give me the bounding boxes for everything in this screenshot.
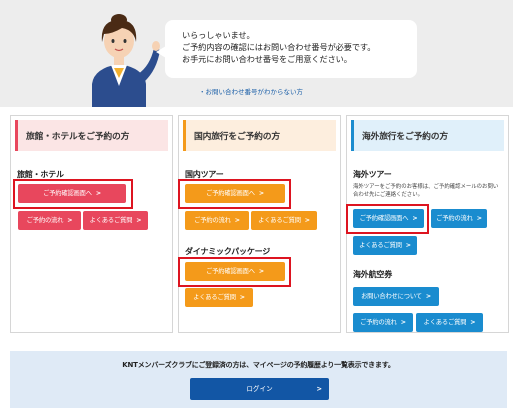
domestic-tour-subtitle: 国内ツアー xyxy=(185,170,224,179)
domestic-tour-faq-button[interactable]: よくあるご質問> xyxy=(251,211,317,230)
chevron-right-icon: > xyxy=(400,319,406,326)
chevron-right-icon: > xyxy=(136,217,142,224)
chevron-right-icon: > xyxy=(258,268,264,275)
hotel-flow-button[interactable]: ご予約の流れ> xyxy=(18,211,81,230)
forgot-inquiry-number-link[interactable]: ・お問い合わせ番号がわからない方 xyxy=(199,88,303,96)
domestic-tour-confirm-button[interactable]: ご予約確認画面へ> xyxy=(185,184,285,203)
chevron-right-icon: > xyxy=(316,385,322,393)
greeting-line-3: お手元にお問い合わせ番号をご用意ください。 xyxy=(182,54,352,64)
chevron-right-icon: > xyxy=(67,217,73,224)
domestic-tour-flow-button[interactable]: ご予約の流れ> xyxy=(185,211,249,230)
hotel-subtitle: 旅館・ホテル xyxy=(17,170,64,179)
overseas-panel-title: 海外旅行をご予約の方 xyxy=(351,120,504,151)
dynamic-package-subtitle: ダイナミックパッケージ xyxy=(185,247,271,256)
chevron-right-icon: > xyxy=(239,294,245,301)
hotel-reservation-panel: 旅館・ホテルをご予約の方 旅館・ホテル ご予約確認画面へ> ご予約の流れ> よく… xyxy=(10,115,173,333)
overseas-air-flow-button[interactable]: ご予約の流れ> xyxy=(353,313,413,332)
members-club-band: KNTメンバーズクラブにご登録済の方は、マイページの予約履歴より一覧表示できます… xyxy=(10,351,507,408)
overseas-air-contact-button[interactable]: お問い合わせについて> xyxy=(353,287,439,306)
staff-mascot-illustration xyxy=(92,14,160,107)
domestic-reservation-panel: 国内旅行をご予約の方 国内ツアー ご予約確認画面へ> ご予約の流れ> よくあるご… xyxy=(178,115,341,333)
overseas-tour-confirm-highlight-box xyxy=(346,204,429,234)
overseas-air-subtitle: 海外航空券 xyxy=(353,270,392,279)
hotel-faq-button[interactable]: よくあるご質問> xyxy=(83,211,148,230)
dynamic-package-confirm-highlight-box xyxy=(178,257,291,287)
hotel-panel-title: 旅館・ホテルをご予約の方 xyxy=(15,120,168,151)
chevron-right-icon: > xyxy=(476,215,482,222)
dynamic-package-confirm-button[interactable]: ご予約確認画面へ> xyxy=(185,262,285,281)
overseas-tour-subtitle: 海外ツアー xyxy=(353,170,392,179)
speech-bubble-tail xyxy=(156,46,166,58)
chevron-right-icon: > xyxy=(470,319,476,326)
chevron-right-icon: > xyxy=(425,293,431,300)
greeting-speech-bubble: いらっしゃいませ。 ご予約内容の確認にはお問い合わせ番号が必要です。 お手元にお… xyxy=(165,20,417,78)
hotel-confirm-highlight-box xyxy=(13,179,133,209)
chevron-right-icon: > xyxy=(95,190,101,197)
overseas-tour-faq-button[interactable]: よくあるご質問> xyxy=(353,236,417,255)
overseas-reservation-panel: 海外旅行をご予約の方 海外ツアー 海外ツアーをご予約のお客様は、ご予約確認メール… xyxy=(346,115,509,333)
domestic-tour-confirm-highlight-box xyxy=(178,179,291,209)
overseas-tour-note: 海外ツアーをご予約のお客様は、ご予約確認メールのお問い合わせ先にご連絡ください。 xyxy=(353,184,499,198)
hotel-confirm-button[interactable]: ご予約確認画面へ> xyxy=(18,184,126,203)
overseas-tour-confirm-button[interactable]: ご予約確認画面へ> xyxy=(353,209,424,228)
chevron-right-icon: > xyxy=(304,217,310,224)
greeting-line-1: いらっしゃいませ。 xyxy=(182,30,255,40)
domestic-panel-title: 国内旅行をご予約の方 xyxy=(183,120,336,151)
chevron-right-icon: > xyxy=(258,190,264,197)
chevron-right-icon: > xyxy=(234,217,240,224)
login-button[interactable]: ログイン> xyxy=(190,378,329,400)
dynamic-package-faq-button[interactable]: よくあるご質問> xyxy=(185,288,253,307)
chevron-right-icon: > xyxy=(405,242,411,249)
overseas-air-faq-button[interactable]: よくあるご質問> xyxy=(416,313,483,332)
overseas-tour-flow-button[interactable]: ご予約の流れ> xyxy=(431,209,487,228)
chevron-right-icon: > xyxy=(412,215,418,222)
members-club-notice: KNTメンバーズクラブにご登録済の方は、マイページの予約履歴より一覧表示できます… xyxy=(122,361,395,369)
greeting-line-2: ご予約内容の確認にはお問い合わせ番号が必要です。 xyxy=(182,42,376,52)
